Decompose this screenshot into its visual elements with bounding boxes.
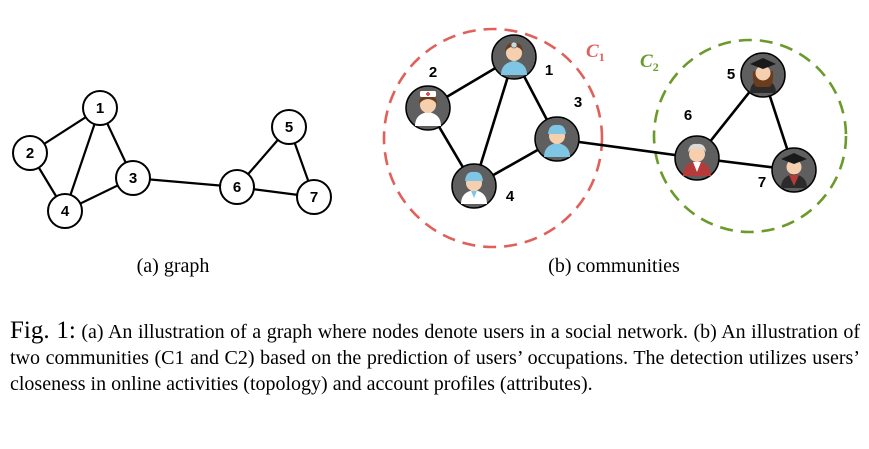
head-mirror-icon xyxy=(510,41,518,49)
community-c1-boundary xyxy=(382,27,604,249)
community-c1-label: C1 xyxy=(586,41,605,64)
node-b-1-uniform xyxy=(501,61,527,75)
community-c2-label: C2 xyxy=(640,51,659,74)
community-c1-letter: C xyxy=(586,41,599,62)
doctor-cap-icon xyxy=(465,171,483,181)
node-b-2-face xyxy=(420,97,436,113)
node-b-2-label: 2 xyxy=(429,64,437,81)
figure-caption-text: (a) An illustration of a graph where nod… xyxy=(10,321,861,395)
node-a-2: 2 xyxy=(12,135,48,171)
node-b-3-label: 3 xyxy=(574,94,582,111)
node-a-5-label: 5 xyxy=(285,119,293,136)
graph-b: C1 C2 1 2 xyxy=(382,27,848,277)
figure-caption: Fig. 1: (a) An illustration of a graph w… xyxy=(10,318,860,397)
node-b-1-label: 1 xyxy=(545,62,553,79)
node-a-7: 7 xyxy=(296,179,332,215)
node-a-5: 5 xyxy=(271,109,307,145)
node-b-5-face xyxy=(755,65,771,81)
node-b-6-label: 6 xyxy=(684,107,692,124)
node-a-4-label: 4 xyxy=(61,203,70,220)
subcaption-a: (a) graph xyxy=(137,255,210,277)
node-a-1: 1 xyxy=(82,90,118,126)
node-a-1-label: 1 xyxy=(96,100,104,117)
node-b-1-face xyxy=(506,45,522,61)
community-c2-letter: C xyxy=(640,51,653,72)
node-b-5-label: 5 xyxy=(727,66,735,83)
edge-b-3-6 xyxy=(556,137,698,160)
community-c1-subscript: 1 xyxy=(599,50,605,64)
node-a-3-label: 3 xyxy=(129,170,137,187)
node-b-7-face xyxy=(786,159,802,175)
node-b-1 xyxy=(491,34,537,80)
node-b-2 xyxy=(405,85,451,131)
edge-a-1-4 xyxy=(63,107,102,212)
node-b-2-uniform xyxy=(415,112,441,126)
node-a-6: 6 xyxy=(219,169,255,205)
node-b-3-uniform xyxy=(544,143,570,157)
node-b-6 xyxy=(674,135,720,181)
node-b-5 xyxy=(740,52,786,98)
node-a-7-label: 7 xyxy=(310,189,318,206)
node-b-6-hair xyxy=(688,143,706,152)
node-b-6-face xyxy=(689,146,705,162)
node-a-3: 3 xyxy=(115,160,151,196)
node-a-6-label: 6 xyxy=(233,179,241,196)
community-c2-subscript: 2 xyxy=(653,60,659,74)
mortarboard-icon xyxy=(750,58,776,69)
surgical-cap-icon xyxy=(548,124,566,134)
node-a-2-label: 2 xyxy=(26,145,34,162)
node-a-4: 4 xyxy=(47,193,83,229)
community-c2-boundary xyxy=(652,38,848,234)
node-b-7-label: 7 xyxy=(758,174,766,191)
node-b-2-hair xyxy=(419,95,437,104)
figure-caption-label: Fig. 1: xyxy=(10,317,76,344)
graph-a: 1 2 3 4 5 6 7 (a) graph xyxy=(12,90,332,277)
subcaption-b: (b) communities xyxy=(548,255,680,277)
node-b-4-label: 4 xyxy=(506,188,515,205)
node-b-4 xyxy=(451,163,497,209)
node-b-7 xyxy=(771,147,817,193)
mortarboard-icon xyxy=(781,153,807,164)
node-b-1-hair xyxy=(505,42,523,52)
node-b-3 xyxy=(534,116,580,162)
